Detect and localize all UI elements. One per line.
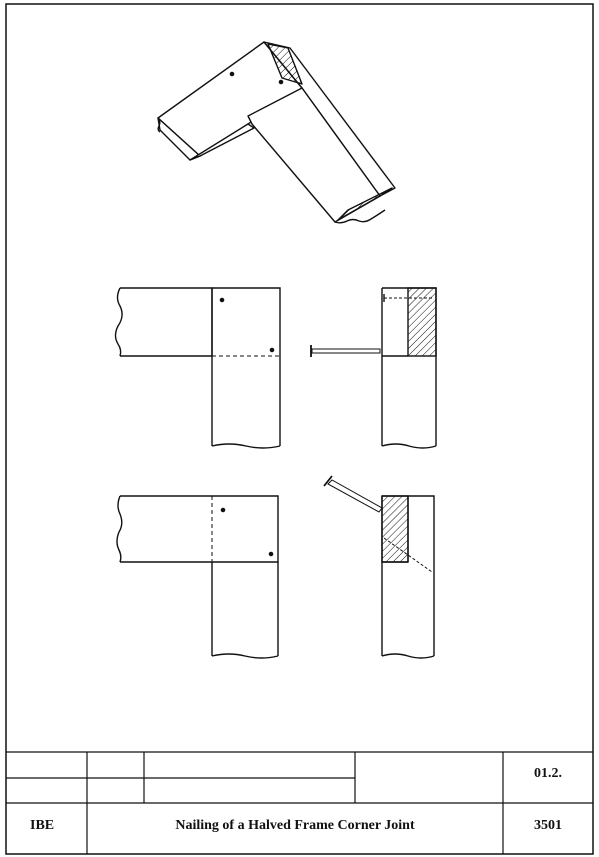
- plan1-vertical-member: [211, 287, 281, 446]
- iso-break-line-left: [157, 117, 161, 133]
- nail-angled-head: [323, 475, 333, 487]
- iso-break-line-right: [334, 209, 386, 224]
- title-block-left-code: IBE: [30, 818, 55, 833]
- iso-end-hatch-bottom: [337, 187, 393, 221]
- section1-break: [381, 443, 437, 449]
- plan-view-1: [114, 287, 281, 449]
- plan2-vertical-member: [211, 562, 279, 656]
- section2-hatched-lap: [381, 495, 409, 563]
- section2-break: [381, 653, 435, 659]
- iso-nail-head-2: [278, 79, 284, 85]
- isometric-joint-view: [157, 41, 396, 224]
- drawing-title: Nailing of a Halved Frame Corner Joint: [175, 818, 415, 833]
- plan1-break-line: [114, 287, 123, 357]
- iso-nail-head-1: [229, 71, 235, 77]
- title-block: [6, 751, 593, 854]
- nail-straight-shank: [311, 348, 381, 354]
- plan2-nail-head-2: [268, 551, 274, 557]
- section-view-1: [381, 287, 437, 449]
- nail-straight: [310, 345, 381, 357]
- drawing-number: 3501: [534, 818, 562, 833]
- sheet-border: [5, 3, 594, 855]
- plan2-horizontal-member: [120, 495, 279, 563]
- plan1-horizontal-member: [120, 287, 213, 357]
- plan1-nail-head-2: [269, 347, 275, 353]
- plan1-nail-head-1: [219, 297, 225, 303]
- iso-end-hatch-top: [267, 43, 303, 85]
- plan-view-2: [116, 495, 279, 659]
- sheet-reference: 01.2.: [534, 766, 562, 781]
- section1-hatched-lap: [407, 287, 437, 357]
- section-view-2: [381, 495, 435, 659]
- plan1-vertical-break: [211, 443, 281, 449]
- iso-lap-underside: [189, 123, 255, 161]
- nail-angled-shank: [327, 479, 383, 513]
- plan2-break-line: [116, 495, 123, 563]
- plan2-nail-head-1: [220, 507, 226, 513]
- nail-angled: [323, 475, 383, 513]
- plan2-vertical-break: [211, 653, 279, 659]
